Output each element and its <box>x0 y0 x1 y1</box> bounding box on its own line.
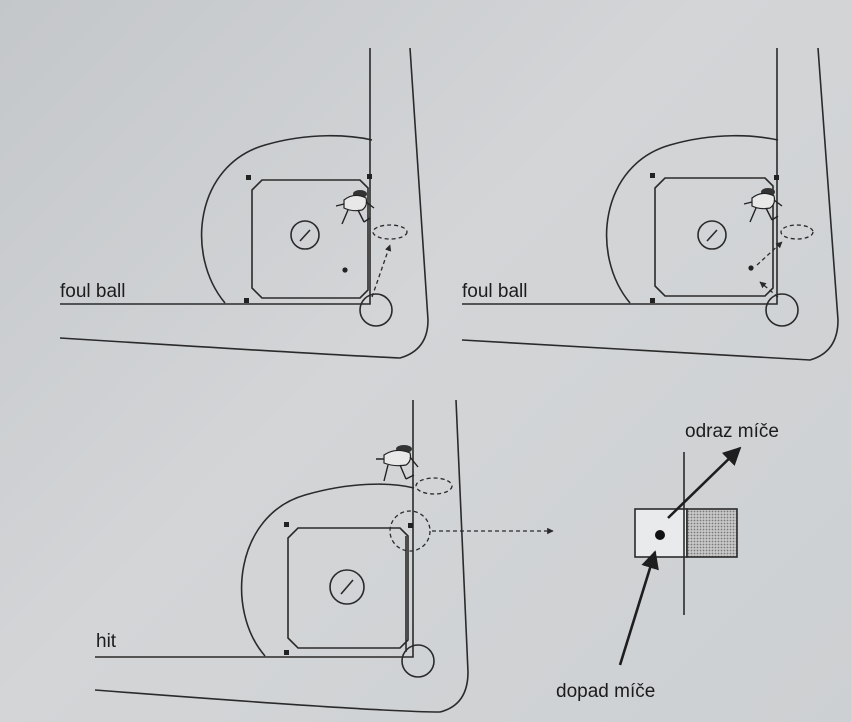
base-marker <box>650 298 655 303</box>
ball-trajectory-arrow <box>756 241 783 266</box>
infield-arc <box>605 134 779 304</box>
infield-square <box>654 177 774 297</box>
ball-landing-ellipse <box>372 224 408 240</box>
ball-landing-ellipse <box>415 477 453 495</box>
ball-position <box>748 265 754 271</box>
detail-zoom: odraz míče dopad míče <box>556 421 779 702</box>
base-marker <box>408 523 413 528</box>
infield-arc <box>240 483 415 657</box>
pitcher-mound <box>329 569 365 605</box>
infield-arc <box>200 134 373 304</box>
ball-detail <box>655 530 665 540</box>
pitcher-plate <box>299 229 311 242</box>
base-marker <box>244 298 249 303</box>
field-outer-boundary <box>59 47 429 359</box>
ball-position <box>342 267 348 273</box>
foul-line <box>95 400 414 658</box>
field-outer-boundary <box>94 399 469 713</box>
base-marker <box>284 650 289 655</box>
fielder-icon <box>743 188 783 223</box>
ball-trajectory-arrow <box>371 244 392 298</box>
foul-line <box>462 48 778 305</box>
base-foul-side <box>686 508 738 558</box>
pitcher-mound <box>290 220 320 250</box>
field-outer-boundary <box>461 47 839 361</box>
infield-square <box>251 179 369 299</box>
label-foul-ball-1: foul ball <box>60 281 126 302</box>
ball-landing-ellipse <box>780 224 814 240</box>
label-landing: dopad míče <box>556 681 655 702</box>
base-marker <box>367 174 372 179</box>
ball-trajectory-arrow <box>759 281 779 298</box>
fielder-icon <box>376 445 419 482</box>
fielder-icon <box>335 190 375 225</box>
infield-square <box>287 527 409 649</box>
base-marker <box>650 173 655 178</box>
home-plate-circle <box>359 293 393 327</box>
home-plate-circle <box>401 644 435 678</box>
zoom-circle <box>389 510 431 552</box>
base-marker <box>774 175 779 180</box>
panel-foul-ball-2: foul ball <box>461 47 839 361</box>
pitcher-mound <box>697 220 727 250</box>
landing-arrow <box>618 550 659 666</box>
label-foul-ball-2: foul ball <box>462 281 528 302</box>
foul-line <box>60 48 371 305</box>
pitcher-plate <box>340 579 354 595</box>
panel-foul-ball-1: foul ball <box>59 47 429 359</box>
label-hit: hit <box>96 631 117 652</box>
base-marker <box>246 175 251 180</box>
bounce-arrow <box>667 446 742 519</box>
panel-hit: hit <box>94 399 554 713</box>
base-marker <box>284 522 289 527</box>
label-bounce: odraz míče <box>685 421 779 442</box>
pitcher-plate <box>706 229 718 242</box>
home-plate-circle <box>765 293 799 327</box>
